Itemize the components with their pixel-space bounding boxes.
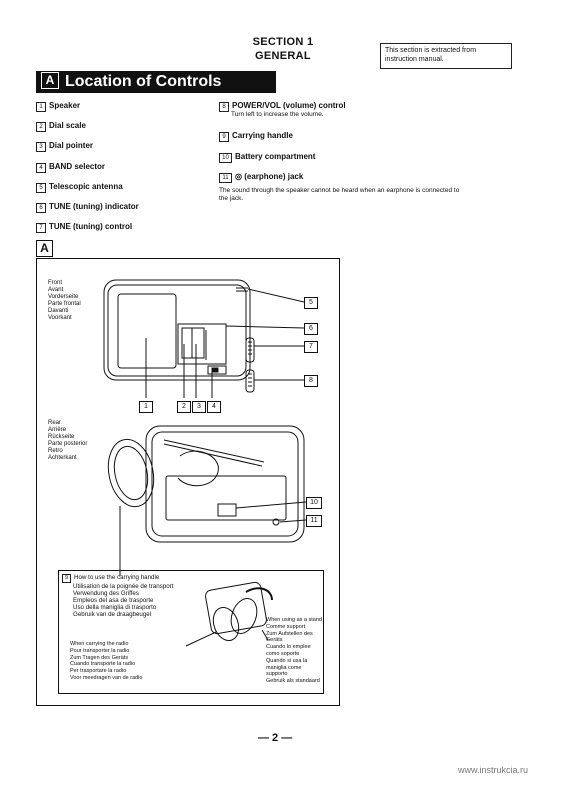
stand-line: When using as a stand	[266, 617, 322, 623]
figure-frame	[36, 258, 340, 706]
page-number: — 2 —	[258, 732, 293, 744]
callout-10: 10	[306, 497, 322, 509]
handle-title-line: Utilisation de la poignée de transport	[73, 583, 174, 590]
carry-labels: When carrying the radio Pour transporter…	[70, 641, 180, 682]
item-label: Dial pointer	[49, 141, 94, 150]
radio-illustration	[103, 279, 307, 647]
lang-label: Parte frontal	[48, 301, 81, 307]
item-label: BAND selector	[49, 162, 106, 171]
callout-1: 1	[139, 401, 153, 413]
item-label: Carrying handle	[232, 131, 293, 140]
lang-label: Achterkant	[48, 455, 77, 461]
item-label: POWER/VOL (volume) control	[232, 101, 346, 110]
carry-line: Pour transporter la radio	[70, 647, 130, 654]
item-description: The sound through the speaker cannot be …	[219, 187, 460, 202]
item-number: 1	[36, 102, 46, 112]
front-labels: Front Avant Vorderseite Parte frontal Da…	[48, 280, 81, 322]
callout-6: 6	[304, 323, 318, 335]
item-number: 9	[219, 132, 229, 142]
section-name: GENERAL	[255, 50, 311, 62]
lang-label: Front	[48, 280, 63, 286]
item-number: 2	[36, 122, 46, 132]
lang-label: Arrière	[48, 427, 67, 433]
stand-line: Cuando lo emplee como soporte	[266, 644, 311, 657]
callout-7: 7	[304, 341, 318, 353]
item-label: Speaker	[49, 101, 81, 110]
handle-title-line: Empleos del asa de trasporte	[73, 597, 154, 604]
item-description: Turn left to increase the volume.	[231, 111, 324, 118]
item-label: Telescopic antenna	[49, 182, 123, 191]
carry-line: Cuando transporte la radio	[70, 661, 136, 668]
handle-title-line: How to use the carrying handle	[74, 574, 160, 581]
section-number: SECTION 1	[252, 36, 314, 48]
lang-label: Vorderseite	[48, 294, 79, 300]
item-label: Battery compartment	[235, 152, 316, 161]
item-label: TUNE (tuning) control	[49, 222, 133, 231]
stand-line: Quando si usa la maniglia come supporto	[266, 657, 308, 678]
item-number: 5	[36, 183, 46, 193]
lang-label: Voorkant	[48, 315, 72, 321]
watermark: www.instrukcia.ru	[458, 765, 529, 775]
control-item: 11◎ (earphone) jack	[219, 172, 303, 183]
lang-label: Avant	[48, 287, 64, 293]
stand-labels: When using as a stand Comme support Zum …	[266, 617, 322, 685]
banner-badge: A	[41, 72, 59, 89]
stand-line: Comme support	[266, 623, 306, 630]
callout-8: 8	[304, 375, 318, 387]
item-number: 4	[36, 163, 46, 173]
carrying-handle-box	[58, 570, 324, 694]
handle-title-line: Verwendung des Griffes	[73, 590, 139, 597]
item-number: 7	[36, 223, 46, 233]
item-label: ◎ (earphone) jack	[235, 172, 304, 181]
lang-label: Retro	[48, 448, 63, 454]
handle-title-line: Uso della maniglia di trasporto	[73, 604, 157, 611]
lang-label: Rückseite	[48, 434, 75, 440]
item-label: TUNE (tuning) indicator	[49, 202, 139, 211]
carry-line: Voor meedragen van de radio	[70, 674, 143, 681]
figure-label: A	[36, 240, 53, 257]
callout-5: 5	[304, 297, 318, 309]
item-label: Dial scale	[49, 121, 86, 130]
lang-label: Rear	[48, 420, 62, 426]
callout-11: 11	[306, 515, 322, 527]
stand-line: Gebruik als standaard	[266, 678, 320, 685]
lang-label: Parte posterior	[48, 441, 88, 447]
carry-line: When carrying the radio	[70, 641, 129, 647]
lang-label: Davanti	[48, 308, 69, 314]
callout-4: 4	[207, 401, 221, 413]
callout-2: 2	[177, 401, 191, 413]
item-number: 11	[219, 173, 232, 183]
item-number: 8	[219, 102, 229, 112]
carry-line: Per trasportare la radio	[70, 668, 127, 675]
location-of-controls-banner: A Location of Controls	[36, 71, 276, 93]
stand-line: Zum Aufstellen des Geräts	[266, 630, 313, 644]
item-number: 6	[36, 203, 46, 213]
handle-title-line: Gebruik van de draagbeugel	[73, 611, 152, 618]
item-number: 10	[219, 153, 232, 163]
handle-number: 9	[62, 574, 71, 583]
banner-title: Location of Controls	[65, 73, 222, 90]
callout-3: 3	[192, 401, 206, 413]
extract-note: This section is extracted from instructi…	[380, 43, 512, 69]
carry-line: Zum Tragen des Geräts	[70, 654, 129, 661]
rear-labels: Rear Arrière Rückseite Parte posterior R…	[48, 420, 87, 462]
item-number: 3	[36, 142, 46, 152]
